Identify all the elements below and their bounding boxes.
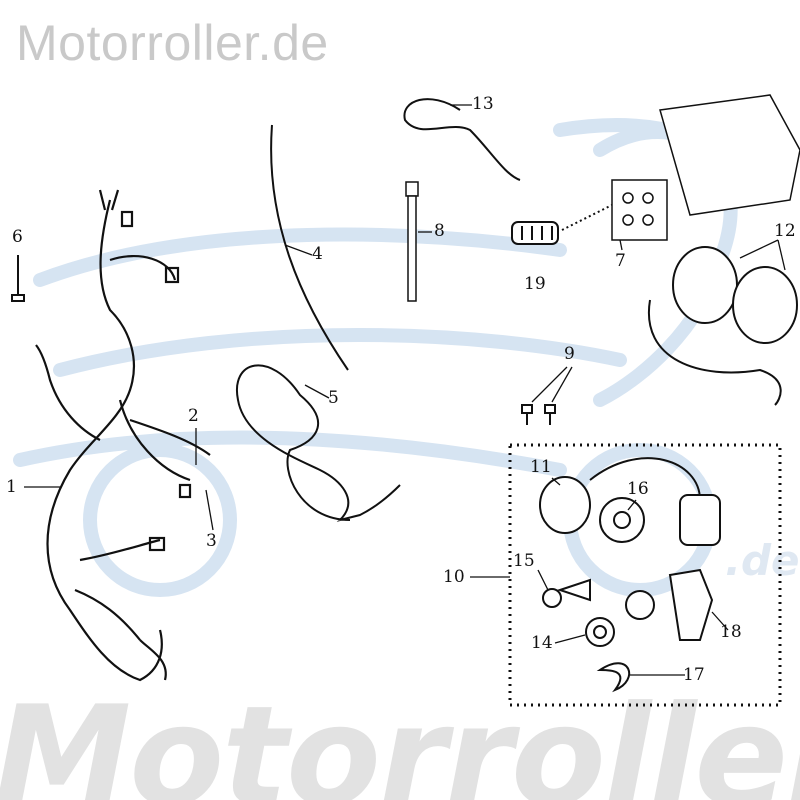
part-6-bolt: [11, 255, 25, 302]
part-label-2: 2: [188, 406, 199, 426]
part-label-4: 4: [312, 244, 323, 264]
part-label-8: 8: [434, 221, 445, 241]
part-label-7: 7: [615, 251, 626, 271]
part-label-14: 14: [531, 633, 553, 653]
part-label-15: 15: [513, 551, 535, 571]
part-label-13: 13: [472, 94, 494, 114]
part-7-module: [611, 94, 800, 241]
part-5-cable: [235, 364, 401, 522]
part-label-9: 9: [564, 344, 575, 364]
ignition-kit-box: [508, 443, 782, 707]
part-label-16: 16: [627, 479, 649, 499]
part-label-11: 11: [530, 457, 552, 477]
watermark-de: .de: [725, 536, 800, 585]
part-label-19: 19: [524, 274, 546, 294]
part-label-6: 6: [12, 227, 23, 247]
wiring-harness: [35, 189, 211, 682]
part-9-screws: [521, 404, 556, 425]
ignition-parts: [539, 457, 721, 693]
part-label-18: 18: [720, 622, 742, 642]
part-4-wire: [270, 124, 349, 371]
watermark-big: Motorroller: [0, 676, 800, 800]
part-8-cable-tie: [405, 181, 419, 302]
part-label-3: 3: [206, 531, 217, 551]
part-label-1: 1: [6, 477, 17, 497]
part-label-12: 12: [774, 221, 796, 241]
leader-lines: [24, 104, 786, 676]
part-12-gauges: [647, 246, 798, 406]
watermark-top: Motorroller.de: [16, 15, 329, 71]
part-label-10: 10: [443, 567, 465, 587]
part-19-screws: [511, 221, 559, 245]
part-label-5: 5: [328, 388, 339, 408]
part-label-17: 17: [683, 665, 705, 685]
part-13-wire: [403, 98, 521, 181]
